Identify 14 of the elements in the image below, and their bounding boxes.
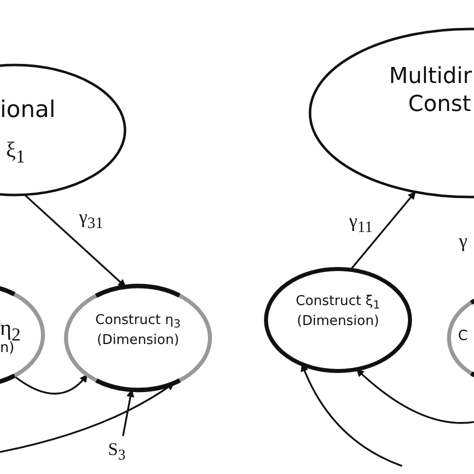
node-text: Construct η$_{3}$ (Dimension) [94,312,182,349]
node-text: Multidir Const [389,63,471,118]
node-text: C [458,328,468,346]
node-text: ξ$_{1}$ [6,136,25,168]
arrow [122,389,134,436]
node-text: n) [0,340,14,358]
arrow [356,368,474,424]
arrow [301,363,402,467]
node-text: S$_{3}$ [108,438,126,464]
arrow [24,194,126,288]
arrow [13,374,88,395]
node-text: Construct ξ$_{1}$ (Dimension) [294,293,382,330]
arrow [350,191,416,270]
node-text: ional [0,96,56,125]
